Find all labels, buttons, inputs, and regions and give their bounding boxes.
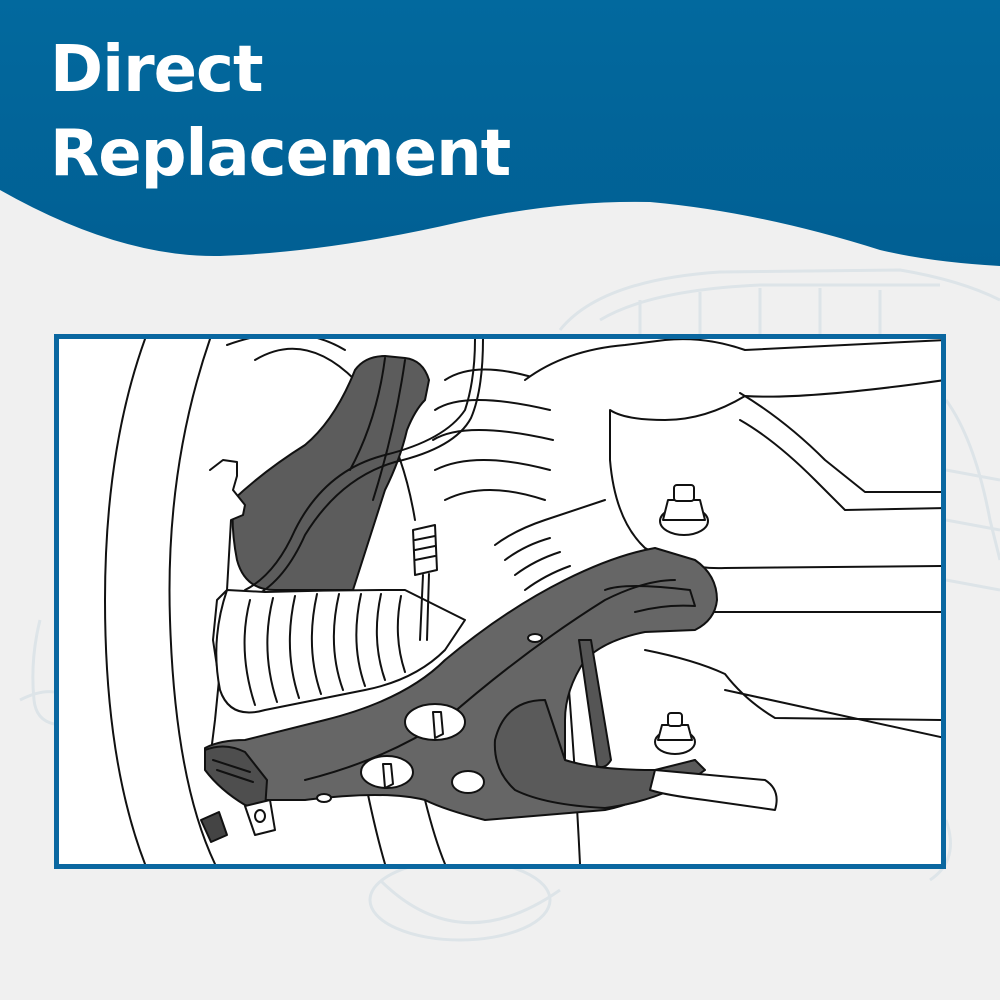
page-headline: Direct Replacement [50,28,511,196]
bolt-icon [432,711,444,739]
mounting-hole [451,770,485,794]
upper-control-arm [231,355,430,591]
tire-outline [104,339,146,864]
hex-nut-icon [659,484,709,536]
header-banner [0,0,1000,266]
bolt-icon [382,763,394,789]
wheel-rim-outer [168,339,216,864]
coil-spring [432,368,554,501]
headline-line-1: Direct [50,33,264,107]
suspension-illustration-frame [54,334,946,869]
headline-line-2: Replacement [50,117,511,191]
hex-nut-icon [654,712,696,755]
suspension-illustration [104,339,941,864]
subframe [524,339,941,570]
rack-boot [494,499,606,591]
cv-boot [215,589,466,714]
